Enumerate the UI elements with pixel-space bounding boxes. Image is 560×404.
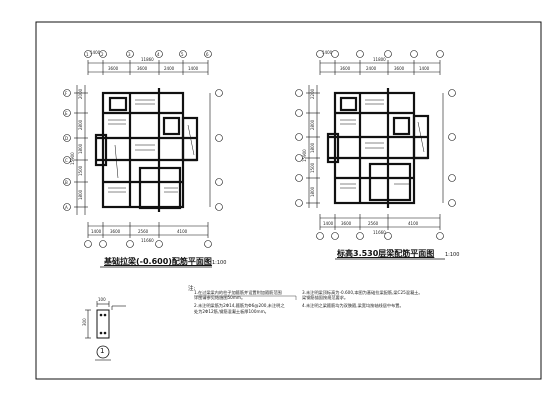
- right-top-dim-1: 3600: [340, 66, 351, 71]
- notes-col-2: 3.未注明梁顶标高为-0.600,本图为基础拉梁配筋,梁C25混凝土。 梁钢筋锚…: [302, 290, 423, 309]
- right-plan-scale: 1:100: [445, 252, 460, 258]
- axis-label: 6: [206, 52, 209, 57]
- right-top-total: 11800: [373, 57, 386, 62]
- note-line: 梁钢筋锚固按规范要求。: [302, 295, 349, 301]
- sheet-border: [35, 21, 542, 380]
- left-top-dim-3: 2400: [164, 66, 175, 71]
- right-side-dim-3: 1500: [310, 162, 315, 173]
- right-bottom-dim-2: 2560: [368, 221, 379, 226]
- left-side-dim-1: 2800: [78, 119, 83, 130]
- right-floor-plan: [295, 50, 456, 260]
- left-top-dim-0: 1400: [90, 50, 101, 55]
- left-bottom-dim-1: 3600: [110, 229, 121, 234]
- right-plan-title: 标高3.530层梁配筋平面图: [337, 249, 435, 258]
- axis-label: F: [65, 91, 68, 96]
- notes-col-1: 1.在过梁梁内的柱子加箍筋并设置附加箍筋范围 详图请参见结施图50mm。 2.未…: [194, 290, 285, 314]
- left-bottom-dim-3: 4100: [177, 229, 188, 234]
- notes-heading: 注:: [188, 286, 196, 292]
- right-bottom-dim-1: 3600: [341, 221, 352, 226]
- right-side-dim-0: 2200: [310, 88, 315, 99]
- right-top-dim-4: 1400: [419, 66, 430, 71]
- axis-label: 2: [101, 52, 104, 57]
- axis-label: 4: [157, 52, 160, 57]
- note-line: 2.未注明梁筋为2Φ14,箍筋为Φ6@200,未注明之: [194, 303, 285, 309]
- right-top-dim-2: 2400: [366, 66, 377, 71]
- left-plan-scale: 1:100: [212, 260, 227, 266]
- left-side-dim-2: 1800: [78, 143, 83, 154]
- right-top-dim-0: 1400: [322, 50, 333, 55]
- detail-dim-height: 300: [82, 318, 87, 326]
- left-floor-plan: [63, 50, 223, 268]
- left-top-total: 11860: [141, 57, 154, 62]
- axis-label: 1: [86, 52, 89, 57]
- axis-label: 3: [128, 52, 131, 57]
- left-plan-title: 基础拉梁(-0.600)配筋平面图: [104, 257, 212, 266]
- right-side-dim-2: 1800: [310, 142, 315, 153]
- left-side-total: 15900: [70, 152, 75, 165]
- axis-label: A: [65, 205, 68, 210]
- left-top-dim-4: 1400: [188, 66, 199, 71]
- note-line: 详图请参见结施图50mm。: [194, 295, 246, 301]
- notes-rule: [194, 295, 297, 300]
- right-top-dim-3: 3600: [394, 66, 405, 71]
- axis-label: 5: [181, 52, 184, 57]
- left-top-dim-1: 3600: [108, 66, 119, 71]
- note-line: 处为2Φ12筋,钢筋混凝土板厚100mm。: [194, 308, 269, 314]
- note-line: 4.未注明之梁箍筋均为双肢箍,梁宽均按轴线居中布置。: [302, 303, 404, 309]
- left-side-dim-3: 1500: [78, 165, 83, 176]
- left-side-dim-0: 2000: [78, 88, 83, 99]
- note-line: 3.未注明梁顶标高为-0.600,本图为基础拉梁配筋,梁C25混凝土。: [302, 290, 423, 295]
- right-bottom-total: 11660: [373, 230, 386, 235]
- left-bottom-dim-0: 1400: [91, 229, 102, 234]
- left-bottom-dim-2: 2560: [138, 229, 149, 234]
- axis-label: E: [65, 111, 68, 116]
- axis-label: B: [65, 180, 68, 185]
- right-side-dim-1: 2800: [310, 119, 315, 130]
- right-bottom-dim-3: 4100: [408, 221, 419, 226]
- left-top-dim-2: 3600: [137, 66, 148, 71]
- axis-label: C: [65, 158, 68, 163]
- left-side-dim-4: 1800: [78, 189, 83, 200]
- note-line: 1.在过梁梁内的柱子加箍筋并设置附加箍筋范围: [194, 290, 282, 295]
- detail-number: 1: [100, 347, 105, 355]
- detail-section: [85, 301, 126, 361]
- detail-dim-width: 100: [98, 297, 106, 302]
- axis-label: D: [65, 136, 69, 141]
- right-side-dim-4: 1800: [310, 186, 315, 197]
- left-bottom-total: 11660: [141, 238, 154, 243]
- right-side-total: 15900: [302, 149, 307, 162]
- right-bottom-dim-0: 1400: [323, 221, 334, 226]
